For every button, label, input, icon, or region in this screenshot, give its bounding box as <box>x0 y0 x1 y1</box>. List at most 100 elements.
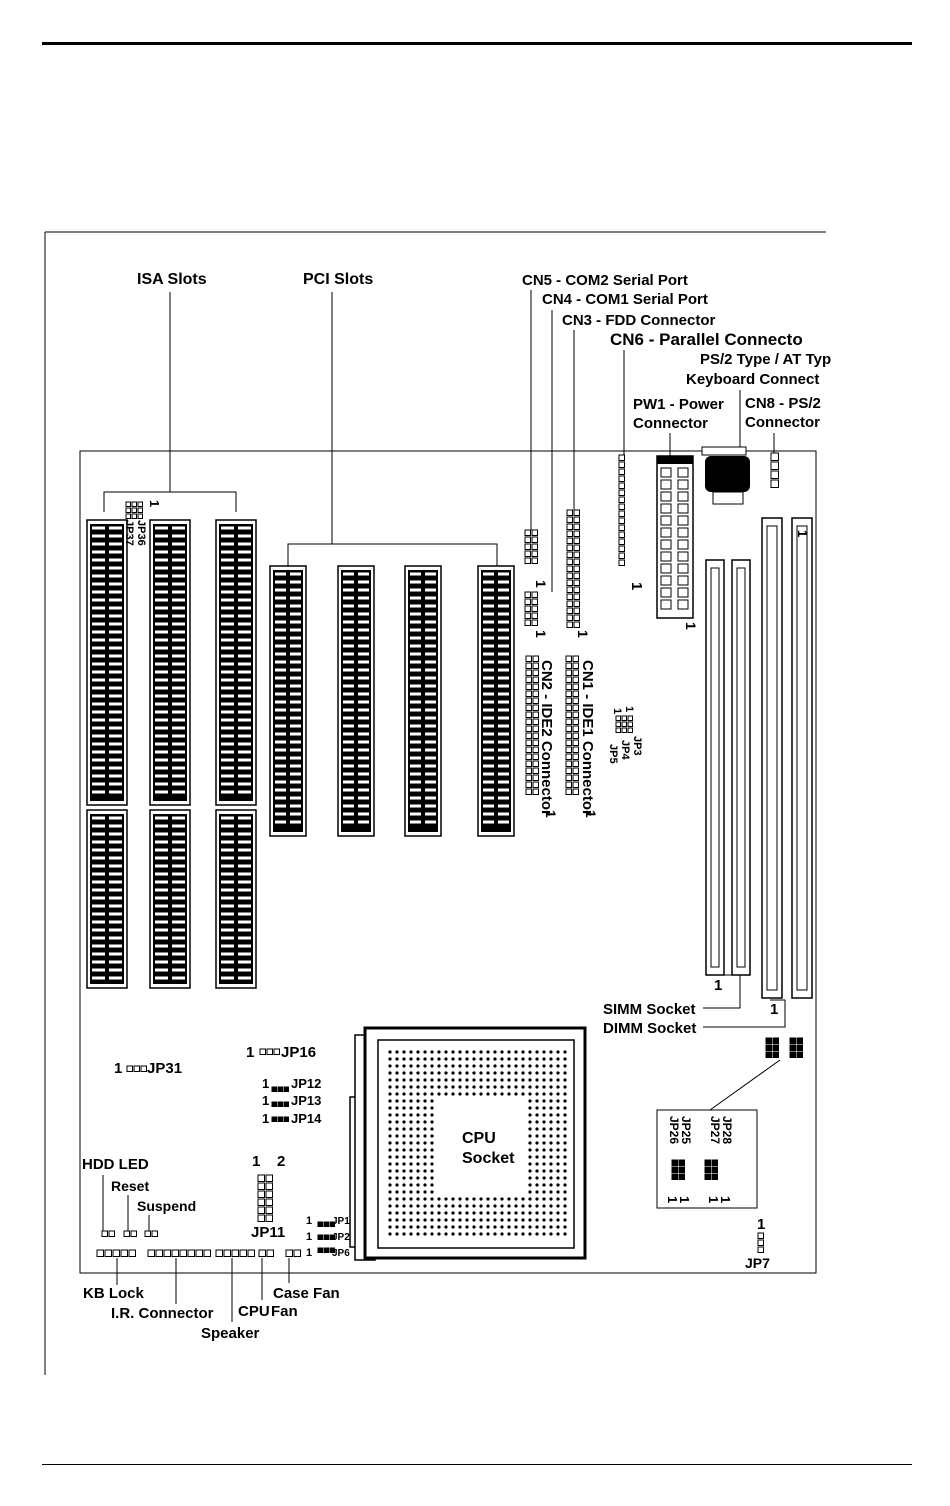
cn5-com2-header <box>524 529 538 564</box>
isa-slot-lower-3 <box>215 809 257 989</box>
jp31-label: JP31 <box>147 1060 182 1077</box>
pin-one-marker: 1 <box>262 1093 269 1108</box>
pin-one-marker: 1 <box>147 500 162 507</box>
cn6-parallel-connector <box>618 454 625 566</box>
simm-leader <box>703 974 741 1009</box>
pin-one-marker: 1 <box>262 1076 269 1091</box>
jp3-jp4-jp5-jumpers <box>615 715 633 733</box>
back-panel-ports <box>618 446 779 619</box>
pin-one-marker: 1 <box>757 1216 765 1233</box>
cn3-label: CN3 - FDD Connector <box>562 312 715 329</box>
jp26-label: JP26 <box>667 1116 681 1144</box>
pin-one-marker: 1 <box>623 706 635 712</box>
speaker-label: Speaker <box>201 1325 260 1342</box>
cpu-fan-header <box>258 1249 274 1257</box>
top-rule <box>42 42 912 45</box>
pin-one-marker: 1 <box>706 1196 721 1203</box>
kb-lock-label: KB Lock <box>83 1285 145 1302</box>
isa-bracket <box>103 491 237 512</box>
case-fan-header <box>285 1249 301 1257</box>
jp11-pin-numbers: 1 2 <box>252 1153 285 1170</box>
pin-one-marker: 1 <box>306 1247 312 1259</box>
jp11-header <box>257 1174 273 1222</box>
inset-leader <box>709 1059 781 1111</box>
cpu-fan-label-line2: Fan <box>271 1303 298 1320</box>
pci-slot-4 <box>477 565 515 837</box>
pci-slot-1 <box>269 565 307 837</box>
pin-one-marker: 1 <box>583 810 599 818</box>
jp14-label: JP14 <box>291 1111 322 1126</box>
jp2-header <box>317 1234 335 1240</box>
dimm-socket-2 <box>791 517 813 999</box>
isa-slot-upper-1 <box>86 519 128 806</box>
pin-one-marker: 1 <box>611 708 623 714</box>
jp6-label: JP6 <box>332 1248 350 1259</box>
hdd-led-header <box>101 1230 115 1237</box>
isa-slots-label: ISA Slots <box>137 271 207 288</box>
jp2-label: JP2 <box>332 1232 350 1243</box>
pin-one-marker: 1 <box>714 977 722 994</box>
cn8-label-line2: Connector <box>745 414 820 431</box>
ps2-keyboard-label-line2: Keyboard Connect <box>686 371 819 388</box>
cpu-fan-label-line1: CPU <box>238 1303 270 1320</box>
pin-headers <box>96 501 764 1257</box>
cn1-label: CN1 - IDE1 Connector <box>579 660 596 816</box>
pin-one-marker: 1 <box>306 1231 312 1243</box>
bottom-rule <box>42 1464 912 1465</box>
cn2-ide2-connector <box>525 655 539 795</box>
pin-one-marker: 1 <box>683 622 699 630</box>
case-fan-label: Case Fan <box>273 1285 340 1302</box>
jp25-jp28-inset <box>656 1109 758 1209</box>
jp27-jp28-jumpers <box>704 1159 718 1180</box>
isa-slot-upper-2 <box>149 519 191 806</box>
jp14-header <box>271 1116 289 1122</box>
jp3-label: JP3 <box>631 736 643 756</box>
isa-slot-upper-3 <box>215 519 257 806</box>
cpu-socket-label-line1: CPU <box>462 1130 496 1147</box>
jp28-label: JP28 <box>720 1116 734 1144</box>
cn8-label-line1: CN8 - PS/2 <box>745 395 821 412</box>
dimm-socket-1 <box>761 517 783 999</box>
kb-lock-header <box>96 1249 136 1257</box>
pci-slot-3 <box>404 565 442 837</box>
isa-slot-lower-2 <box>149 809 191 989</box>
jp25-jp26-jumpers <box>671 1159 685 1180</box>
pin-one-marker: 1 <box>543 810 559 818</box>
jp7-header <box>757 1232 764 1253</box>
suspend-label: Suspend <box>137 1198 196 1214</box>
jp16-header <box>259 1048 280 1055</box>
isa-slot-lower-1 <box>86 809 128 989</box>
simm-socket-1 <box>705 559 725 976</box>
pci-bracket <box>287 543 498 566</box>
memory-sockets <box>656 517 813 1209</box>
isa-slots <box>86 519 257 989</box>
jp6-header <box>317 1247 335 1253</box>
cn4-com1-header <box>524 591 538 626</box>
jp5-label: JP5 <box>607 744 619 764</box>
pin-one-marker: 1 <box>628 582 645 590</box>
speaker-header <box>215 1249 255 1257</box>
pin-one-marker: 1 <box>665 1196 680 1203</box>
pin-one-marker: 1 <box>306 1215 312 1227</box>
jp36-label: JP36 <box>135 520 147 546</box>
jp27-label: JP27 <box>708 1116 722 1144</box>
cn5-label: CN5 - COM2 Serial Port <box>522 272 688 289</box>
cn8-ps2-connector <box>770 452 779 488</box>
leader-lines <box>102 290 786 1322</box>
jp-dimm-header-b <box>789 1037 803 1058</box>
ps2-keyboard-label-line1: PS/2 Type / AT Typ <box>700 351 831 368</box>
pin-one-marker: 1 <box>114 1060 122 1077</box>
jp12-header <box>271 1086 289 1092</box>
cn1-ide1-connector <box>565 655 579 795</box>
cn3-fdd-connector <box>566 509 580 628</box>
jp4-label: JP4 <box>619 740 631 760</box>
jp1-label: JP1 <box>332 1216 350 1227</box>
jp16-label: JP16 <box>281 1044 316 1061</box>
cpu-socket-label-line2: Socket <box>462 1150 515 1167</box>
jp31-header <box>126 1065 147 1072</box>
pin-one-marker: 1 <box>770 1001 778 1018</box>
jp1-header <box>317 1221 335 1227</box>
pin-one-marker: 1 <box>677 1196 692 1203</box>
cn6-label: CN6 - Parallel Connecto <box>610 330 803 349</box>
